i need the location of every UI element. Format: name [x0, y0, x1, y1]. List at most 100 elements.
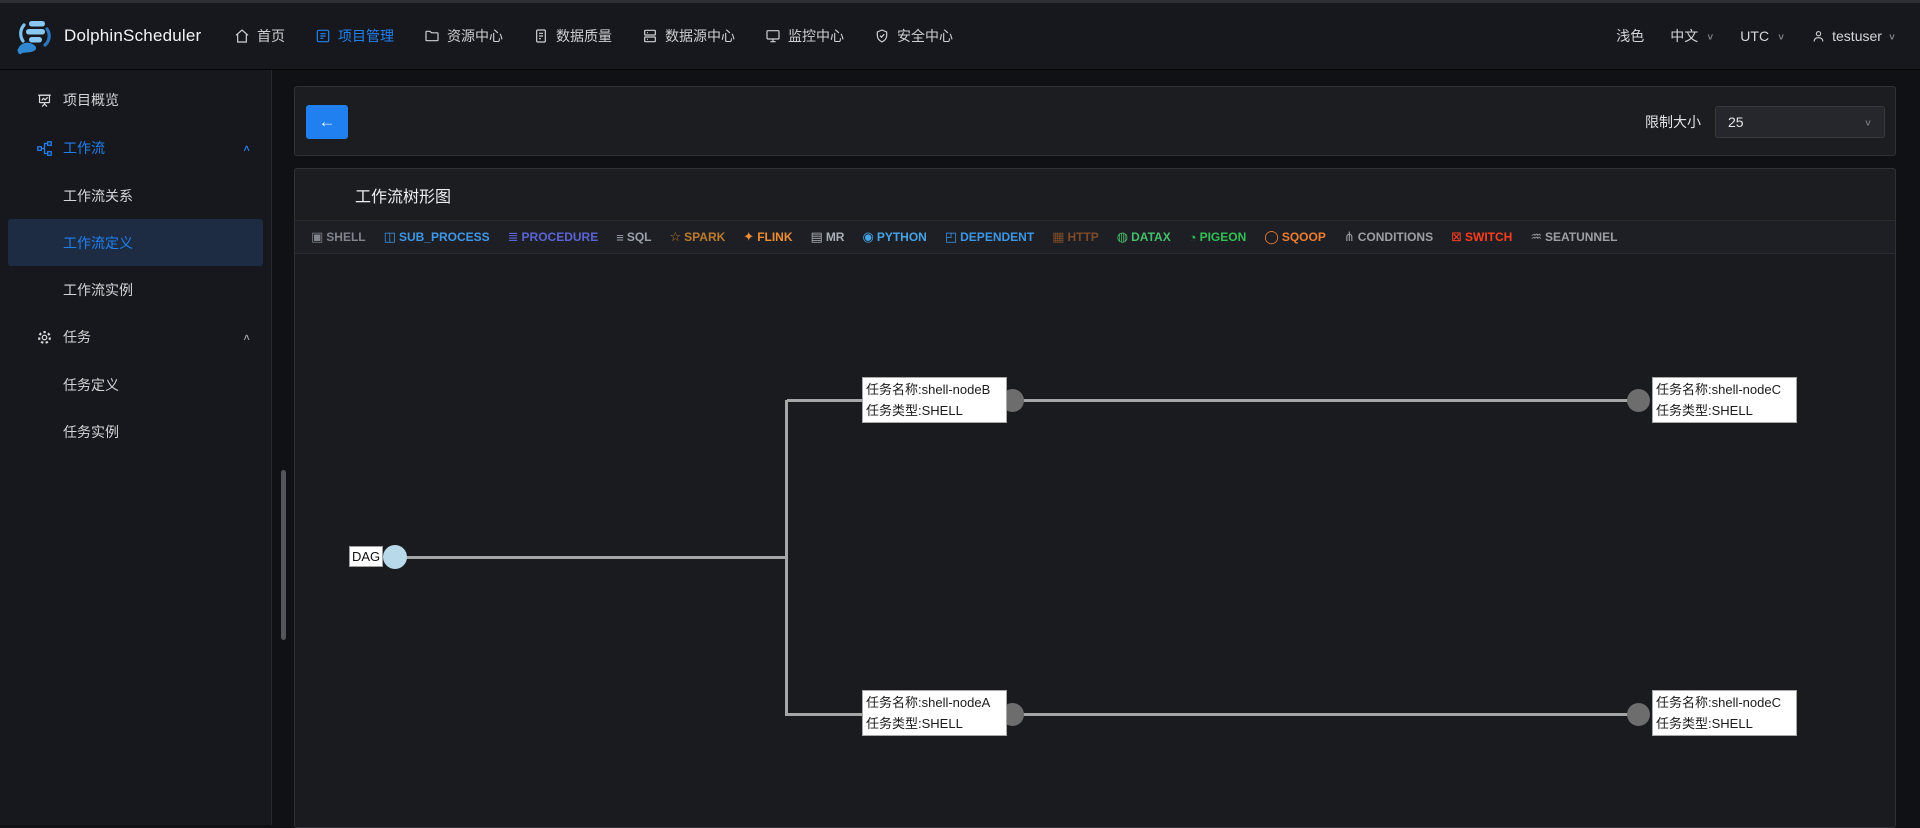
sidebar-item-label: 任务实例 [63, 423, 119, 440]
tree-edge [395, 556, 787, 559]
back-arrow-icon: ← [318, 112, 336, 131]
sidebar-scrollbar[interactable] [281, 470, 286, 640]
legend-label: SQOOP [1281, 230, 1326, 244]
task-name: 任务名称:shell-nodeA [866, 695, 991, 710]
legend-item-spark: ☆SPARK [670, 229, 726, 245]
legend-item-sqoop: ◯SQOOP [1264, 229, 1326, 245]
chevron-down-icon: ∨ [1777, 31, 1786, 42]
gear-icon [36, 329, 54, 346]
legend-item-python: ◉PYTHON [862, 229, 926, 245]
toolbar-card: ← 限制大小 25 ∨ [294, 86, 1896, 156]
nav-item-label: 安全中心 [897, 28, 953, 44]
legend-item-pigeon: ◔PIGEON [1189, 230, 1247, 245]
sidebar-group-workflow[interactable]: 工作流 ∧ [0, 124, 271, 172]
nav-item-label: 数据质量 [556, 28, 612, 44]
sidebar-item-workflow-definition[interactable]: 工作流定义 [8, 219, 263, 266]
workflow-tree-canvas[interactable]: DAG 任务名称:shell-nodeB 任务类型:SHELL 任务名称:she… [295, 254, 1895, 827]
legend-label: PYTHON [876, 230, 927, 244]
legend-label: SEATUNNEL [1544, 230, 1618, 244]
sidebar-item-project-overview[interactable]: 项目概览 [0, 76, 271, 124]
tree-card: 工作流树形图 ▣SHELL ◫SUB_PROCESS ≣PROCEDURE ≡S… [294, 168, 1896, 828]
nav-item-datasource-center[interactable]: 数据源中心 [642, 26, 735, 46]
sidebar-group-task[interactable]: 任务 ∧ [0, 313, 271, 361]
sidebar-item-task-instance[interactable]: 任务实例 [0, 408, 271, 455]
legend-item-http: ▦HTTP [1052, 229, 1099, 245]
timezone-value: UTC [1740, 28, 1770, 44]
sidebar-item-label: 工作流关系 [63, 187, 133, 204]
task-name: 任务名称:shell-nodeC [1656, 382, 1781, 397]
nav-item-project-management[interactable]: 项目管理 [315, 26, 394, 46]
limit-size-group: 限制大小 25 ∨ [1645, 106, 1885, 138]
sidebar-item-label: 工作流实例 [63, 281, 133, 298]
username: testuser [1832, 28, 1882, 44]
sql-icon: ≡ [616, 229, 624, 245]
nav-item-data-quality[interactable]: 数据质量 [533, 26, 612, 46]
task-type: 任务类型:SHELL [866, 716, 963, 731]
tree-root-label: DAG [349, 546, 384, 567]
sidebar-item-label: 项目概览 [63, 92, 119, 108]
legend-item-dependent: ◰DEPENDENT [945, 229, 1034, 245]
brand-name: DolphinScheduler [64, 26, 202, 45]
data-quality-icon [533, 28, 549, 44]
datax-icon: ◍ [1116, 229, 1129, 244]
legend-item-datax: ◍DATAX [1117, 229, 1171, 245]
task-type: 任务类型:SHELL [866, 403, 963, 418]
task-type-legend: ▣SHELL ◫SUB_PROCESS ≣PROCEDURE ≡SQL ☆SPA… [295, 221, 1895, 254]
seatunnel-icon: ♒ [1530, 229, 1542, 244]
legend-label: SUB_PROCESS [398, 230, 490, 244]
legend-label: PIGEON [1199, 230, 1247, 244]
sidebar-item-workflow-relation[interactable]: 工作流关系 [0, 172, 271, 219]
brand-logo[interactable]: DolphinScheduler [0, 16, 212, 56]
tree-node-label-shell-nodeC2: 任务名称:shell-nodeC 任务类型:SHELL [1652, 690, 1797, 736]
nav-item-home[interactable]: 首页 [234, 26, 285, 46]
top-nav: DolphinScheduler 首页 项目管理 资源中心 数据质量 [0, 0, 1920, 70]
limit-size-value: 25 [1728, 114, 1744, 130]
tree-node-dot[interactable] [1627, 389, 1650, 412]
task-name: 任务名称:shell-nodeB [866, 382, 991, 397]
theme-toggle[interactable]: 浅色 [1616, 28, 1645, 44]
sidebar-item-label: 工作流 [63, 140, 105, 156]
python-icon: ◉ [862, 229, 874, 244]
shell-icon: ▣ [311, 229, 324, 244]
tree-node-dot[interactable] [1627, 703, 1650, 726]
project-management-icon [315, 28, 331, 44]
legend-label: DEPENDENT [960, 230, 1035, 244]
tree-node-label-shell-nodeC: 任务名称:shell-nodeC 任务类型:SHELL [1652, 377, 1797, 423]
nav-right-controls: 浅色 中文 ∨ UTC ∨ testuser ∨ [1616, 26, 1920, 46]
tree-edge [787, 399, 1639, 402]
nav-item-resource-center[interactable]: 资源中心 [424, 26, 503, 46]
legend-label: PROCEDURE [521, 230, 599, 244]
limit-size-label: 限制大小 [1645, 114, 1701, 130]
workflow-icon [36, 140, 54, 157]
sidebar-item-task-definition[interactable]: 任务定义 [0, 361, 271, 408]
limit-size-select[interactable]: 25 ∨ [1715, 106, 1885, 138]
language-select[interactable]: 中文 ∨ [1670, 26, 1714, 46]
sub-process-icon: ◫ [383, 229, 396, 244]
back-button[interactable]: ← [306, 105, 348, 139]
user-menu[interactable]: testuser ∨ [1811, 28, 1896, 44]
dependent-icon: ◰ [944, 229, 958, 244]
project-overview-icon [36, 92, 54, 109]
nav-item-label: 项目管理 [338, 28, 394, 44]
nav-item-label: 首页 [257, 28, 285, 44]
task-name: 任务名称:shell-nodeC [1656, 695, 1781, 710]
legend-item-procedure: ≣PROCEDURE [508, 229, 599, 245]
sidebar-item-label: 工作流定义 [63, 234, 133, 251]
nav-item-monitor-center[interactable]: 监控中心 [765, 26, 844, 46]
legend-item-mr: ▤MR [811, 229, 845, 245]
tree-root-dot[interactable] [383, 545, 407, 569]
legend-item-seatunnel: ♒SEATUNNEL [1530, 229, 1617, 245]
monitor-icon [765, 28, 781, 44]
nav-item-security-center[interactable]: 安全中心 [874, 26, 953, 46]
user-icon [1811, 29, 1826, 44]
language-value: 中文 [1670, 28, 1699, 44]
nav-item-label: 监控中心 [788, 28, 844, 44]
main-menu: 首页 项目管理 资源中心 数据质量 数据源中心 [234, 26, 953, 46]
timezone-select[interactable]: UTC ∨ [1740, 28, 1785, 44]
sidebar-item-workflow-instance[interactable]: 工作流实例 [0, 266, 271, 313]
sidebar-item-label: 任务定义 [63, 376, 119, 393]
conditions-icon: ⋔ [1343, 229, 1355, 244]
pigeon-icon: ◔ [1188, 229, 1197, 245]
folder-icon [424, 28, 440, 44]
tree-edge [787, 713, 1639, 716]
